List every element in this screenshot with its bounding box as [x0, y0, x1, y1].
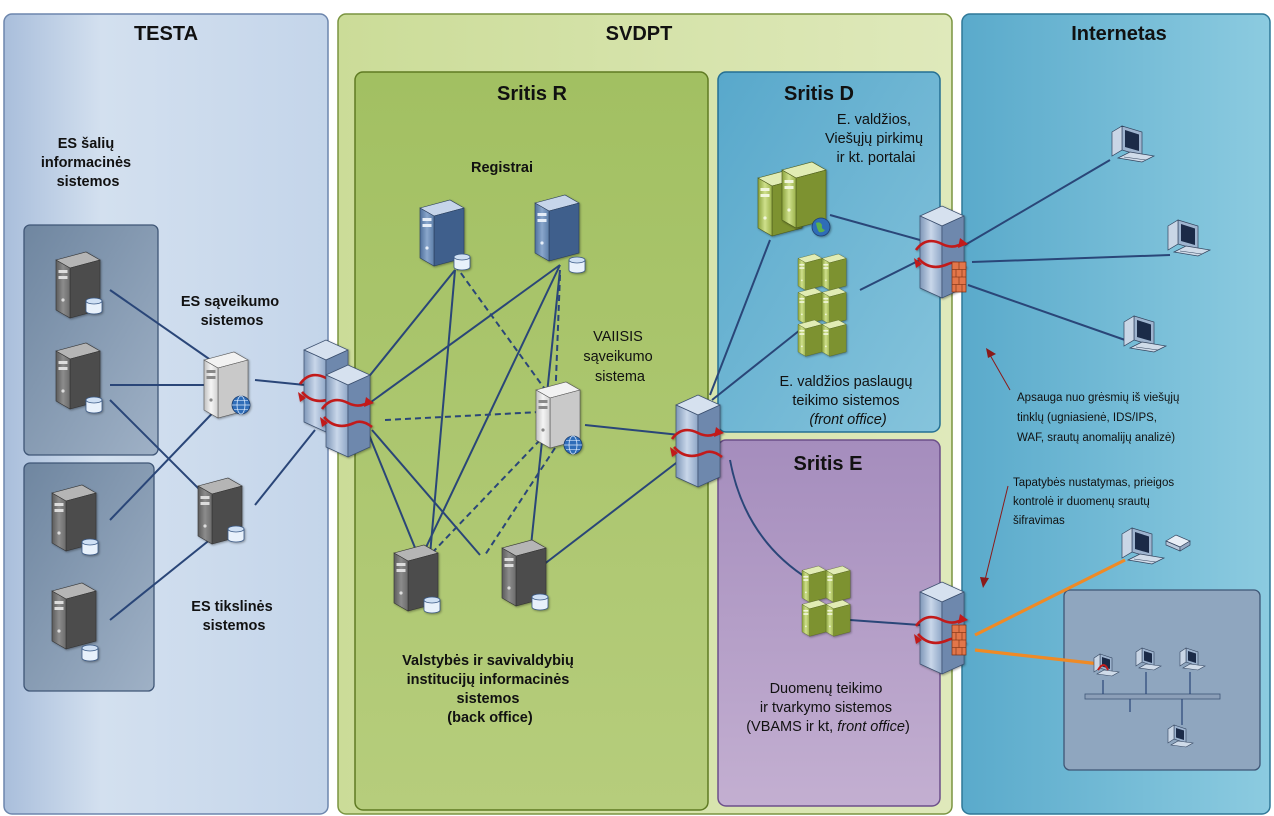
arrow-head-2 [980, 577, 989, 588]
firewall-e [951, 624, 967, 656]
testa-server-2 [55, 342, 103, 414]
globe-icon [563, 435, 583, 455]
zone-sritis-e-title: Sritis E [794, 453, 863, 475]
label-e-valdzios-paslaugu: E. valdžios paslaugų teikimo sistemos (f… [779, 374, 916, 428]
label-duomenu: Duomenų teikimo ir tvarkymo sistemos (VB… [746, 681, 910, 735]
label-tapatybes: Tapatybės nustatymas, prieigos kontrolė … [1013, 477, 1177, 527]
testa-server-3 [51, 484, 99, 556]
database-icon [531, 593, 549, 611]
database-icon [85, 396, 103, 414]
es-saveikumo-server [203, 351, 251, 419]
dashed-connections [384, 264, 561, 556]
label-registrai: Registrai [471, 160, 533, 176]
database-icon [568, 256, 586, 274]
front-office-server-stack [797, 253, 847, 357]
back-office-server-1 [393, 544, 441, 614]
zone-sritis-r-title: Sritis R [497, 83, 568, 105]
database-icon [85, 297, 103, 315]
orange-connections [974, 558, 1126, 666]
card-reader [1165, 534, 1191, 552]
database-icon [81, 538, 99, 556]
router-svdpt-main [668, 393, 726, 489]
registrai-server-1 [419, 199, 471, 271]
es-tikslines-server [197, 477, 245, 545]
connections [109, 159, 1171, 626]
zone-sritis-d-title: Sritis D [784, 83, 854, 105]
lan-bus [1084, 672, 1221, 725]
label-apsauga: Apsauga nuo grėsmių iš viešųjų tinklų (u… [1017, 392, 1183, 444]
firewall-icon [951, 624, 967, 656]
router-testa-2 [318, 363, 376, 459]
testa-server-1 [55, 251, 103, 319]
firewall-d [951, 261, 967, 293]
globe-icon [811, 217, 831, 237]
label-es-saveikumo: ES sąveikumo sistemos [181, 294, 283, 329]
vaiisis-server [535, 381, 583, 455]
zone-testa-title: TESTA [134, 23, 198, 45]
internet-lan-box [1063, 589, 1261, 771]
firewall-icon [951, 261, 967, 293]
database-icon [423, 596, 441, 614]
label-e-valdzios-portalai: E. valdžios, Viešųjų pirkimų ir kt. port… [825, 112, 927, 166]
zone-internet-title: Internetas [1071, 23, 1167, 45]
database-icon [227, 525, 245, 543]
lan-firewall [1097, 664, 1109, 671]
router-icon [668, 393, 726, 489]
annotation-arrows [984, 354, 1011, 581]
label-es-tikslines: ES tikslinės sistemos [191, 599, 276, 634]
label-vaiisis: VAIISIS sąveikumo sistema [583, 329, 656, 385]
zone-svdpt-title: SVDPT [606, 23, 673, 45]
globe-icon [231, 395, 251, 415]
arrow-head-1 [986, 348, 996, 358]
router-icon [318, 363, 376, 459]
label-es-saliu: ES šalių informacinės sistemos [41, 136, 135, 190]
label-valstybes: Valstybės ir savivaldybių institucijų in… [402, 653, 578, 726]
database-icon [453, 253, 471, 271]
back-office-server-2 [501, 539, 549, 611]
zone-sritis-r: Sritis R [354, 71, 709, 811]
database-icon [81, 644, 99, 662]
